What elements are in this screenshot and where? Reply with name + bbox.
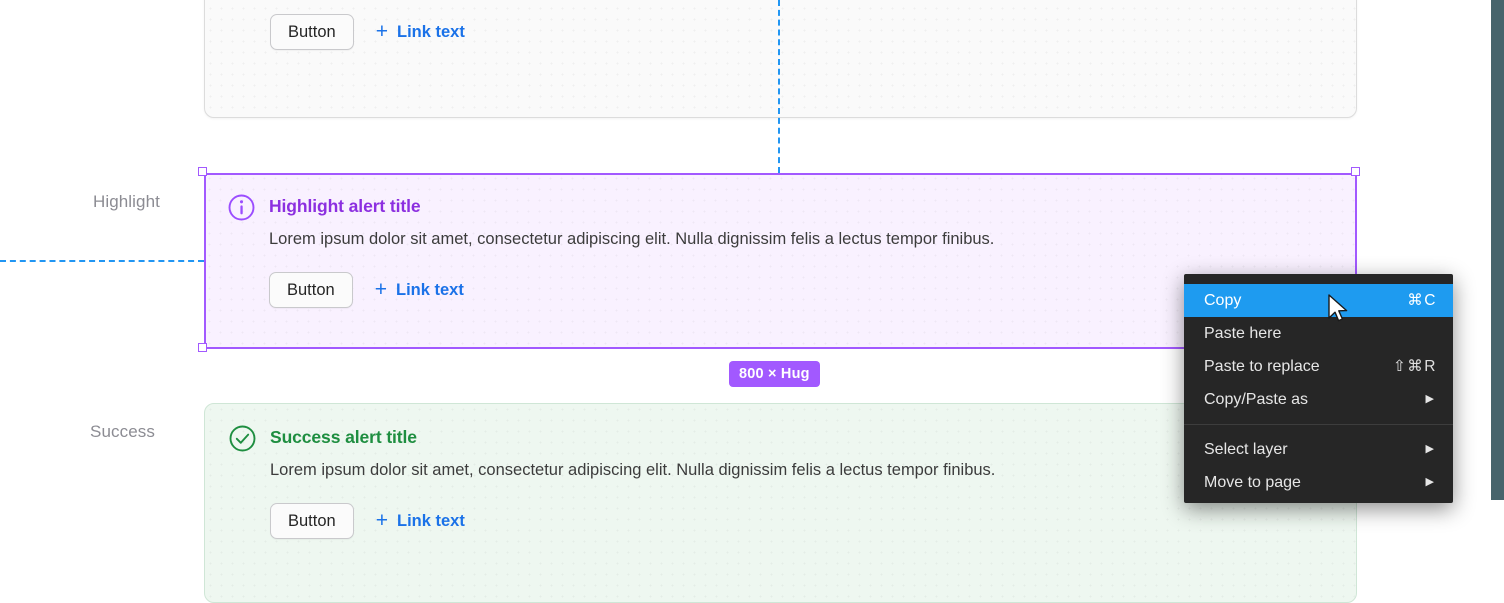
alert-actions: Button + Link text	[269, 272, 1333, 308]
alert-button[interactable]: Button	[270, 14, 354, 50]
smart-guide-horizontal	[0, 260, 204, 262]
context-menu-item-label: Move to page	[1204, 473, 1301, 491]
submenu-arrow-icon: ▶	[1425, 393, 1434, 405]
check-circle-icon	[229, 425, 256, 452]
alert-description: Lorem ipsum dolor sit amet, consectetur …	[269, 230, 995, 248]
alert-card-neutral[interactable]: Lorem ipsum dolor sit amet, consectetur …	[204, 0, 1357, 118]
context-menu-item-copy[interactable]: Copy ⌘C	[1184, 284, 1453, 317]
alert-title: Highlight alert title	[269, 196, 421, 216]
alert-button[interactable]: Button	[270, 503, 354, 539]
context-menu-item-paste-to-replace[interactable]: Paste to replace ⇧⌘R	[1184, 350, 1453, 383]
right-panel-strip	[1491, 0, 1504, 500]
alert-link[interactable]: + Link text	[374, 277, 464, 301]
plus-icon: +	[374, 277, 387, 301]
resize-handle-top-left[interactable]	[198, 167, 207, 176]
alert-button[interactable]: Button	[269, 272, 353, 308]
info-icon	[228, 194, 255, 221]
context-menu-divider	[1184, 424, 1453, 425]
context-menu-item-label: Select layer	[1204, 440, 1288, 458]
context-menu-item-paste-here[interactable]: Paste here	[1184, 317, 1453, 350]
context-menu-item-label: Copy	[1204, 291, 1242, 309]
context-menu-item-label: Copy/Paste as	[1204, 390, 1309, 408]
context-menu-item-move-to-page[interactable]: Move to page ▶	[1184, 466, 1453, 499]
context-menu-item-label: Paste here	[1204, 324, 1282, 342]
alert-link[interactable]: + Link text	[375, 508, 465, 532]
alert-title: Success alert title	[270, 427, 417, 447]
alert-header: Success alert title	[229, 424, 1332, 452]
resize-handle-top-right[interactable]	[1351, 167, 1360, 176]
alert-link[interactable]: + Link text	[375, 19, 465, 43]
context-menu[interactable]: Copy ⌘C Paste here Paste to replace ⇧⌘R …	[1184, 274, 1453, 503]
smart-guide-vertical	[778, 0, 780, 173]
resize-handle-bottom-left[interactable]	[198, 343, 207, 352]
row-label-success: Success	[90, 422, 155, 441]
submenu-arrow-icon: ▶	[1425, 476, 1434, 488]
alert-link-label: Link text	[395, 280, 464, 299]
row-label-highlight: Highlight	[92, 192, 160, 211]
alert-actions: Button + Link text	[270, 503, 1332, 539]
alert-link-label: Link text	[396, 511, 465, 530]
context-menu-item-copy-paste-as[interactable]: Copy/Paste as ▶	[1184, 383, 1453, 416]
context-menu-item-select-layer[interactable]: Select layer ▶	[1184, 433, 1453, 466]
context-menu-item-label: Paste to replace	[1204, 357, 1320, 375]
alert-header: Highlight alert title	[228, 193, 1333, 221]
selection-size-badge: 800 × Hug	[729, 361, 820, 387]
context-menu-item-shortcut: ⇧⌘R	[1392, 358, 1437, 375]
alert-description: Lorem ipsum dolor sit amet, consectetur …	[270, 461, 996, 479]
context-menu-item-shortcut: ⌘C	[1407, 292, 1437, 309]
submenu-arrow-icon: ▶	[1425, 443, 1434, 455]
alert-actions: Button + Link text	[270, 14, 1332, 50]
plus-icon: +	[375, 19, 388, 43]
plus-icon: +	[375, 508, 388, 532]
alert-link-label: Link text	[396, 22, 465, 41]
